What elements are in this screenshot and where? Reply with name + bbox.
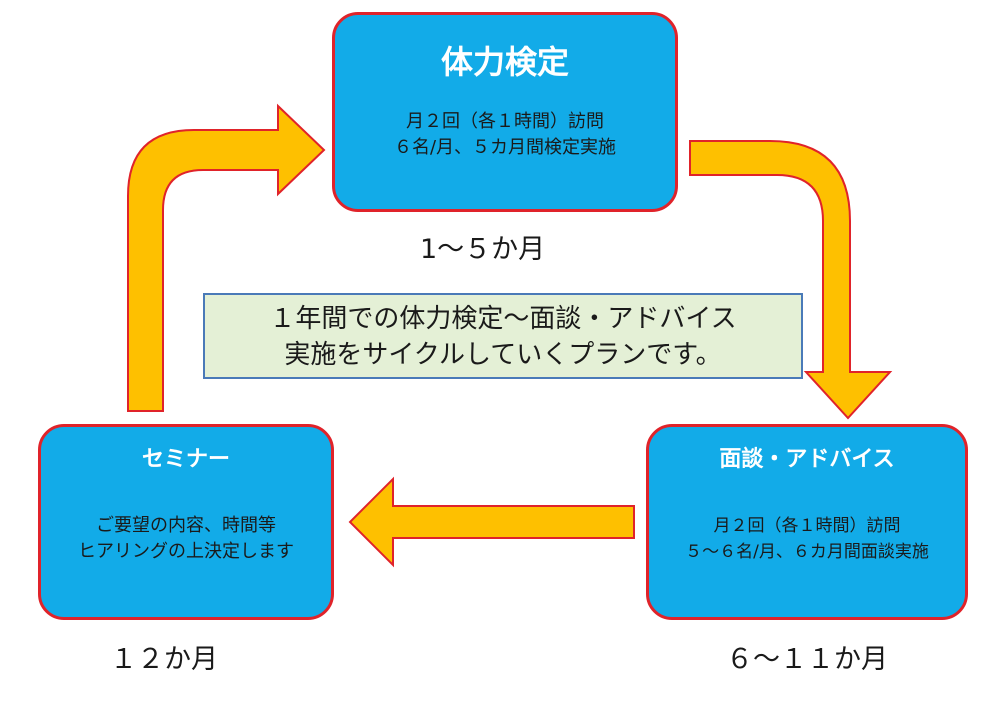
note-line: 実施をサイクルしていくプランです。: [284, 340, 722, 370]
stage-title: 体力検定: [440, 43, 569, 81]
stage-interview-advice: 面談・アドバイス 月２回（各１時間）訪問 ５～６名/月、６カ月間面談実施: [646, 424, 968, 620]
plan-note: １年間での体力検定～面談・アドバイス 実施をサイクルしていくプランです。: [203, 293, 803, 379]
stage-title: セミナー: [141, 447, 230, 472]
stage-detail-line: 月２回（各１時間）訪問: [406, 111, 604, 132]
arrow-fitness-to-interview: [689, 140, 893, 420]
stage-detail-line: ヒアリングの上決定します: [78, 541, 294, 562]
arrow-seminar-to-fitness: [127, 103, 326, 412]
stage-detail-line: 月２回（各１時間）訪問: [713, 516, 901, 536]
stage-duration: １２か月: [110, 644, 218, 675]
stage-detail-line: ６名/月、５カ月間検定実施: [393, 137, 617, 158]
stage-detail-line: ５～６名/月、６カ月間面談実施: [685, 542, 929, 562]
stage-detail-line: ご要望の内容、時間等: [96, 515, 276, 536]
stage-title: 面談・アドバイス: [719, 447, 895, 472]
arrow-interview-to-seminar: [348, 476, 635, 568]
note-line: １年間での体力検定～面談・アドバイス: [269, 304, 737, 334]
stage-duration: 1～５か月: [420, 234, 546, 265]
stage-fitness-test: 体力検定 月２回（各１時間）訪問 ６名/月、５カ月間検定実施: [332, 12, 678, 212]
stage-duration: ６～１１か月: [726, 644, 888, 675]
stage-seminar: セミナー ご要望の内容、時間等 ヒアリングの上決定します: [38, 424, 334, 620]
